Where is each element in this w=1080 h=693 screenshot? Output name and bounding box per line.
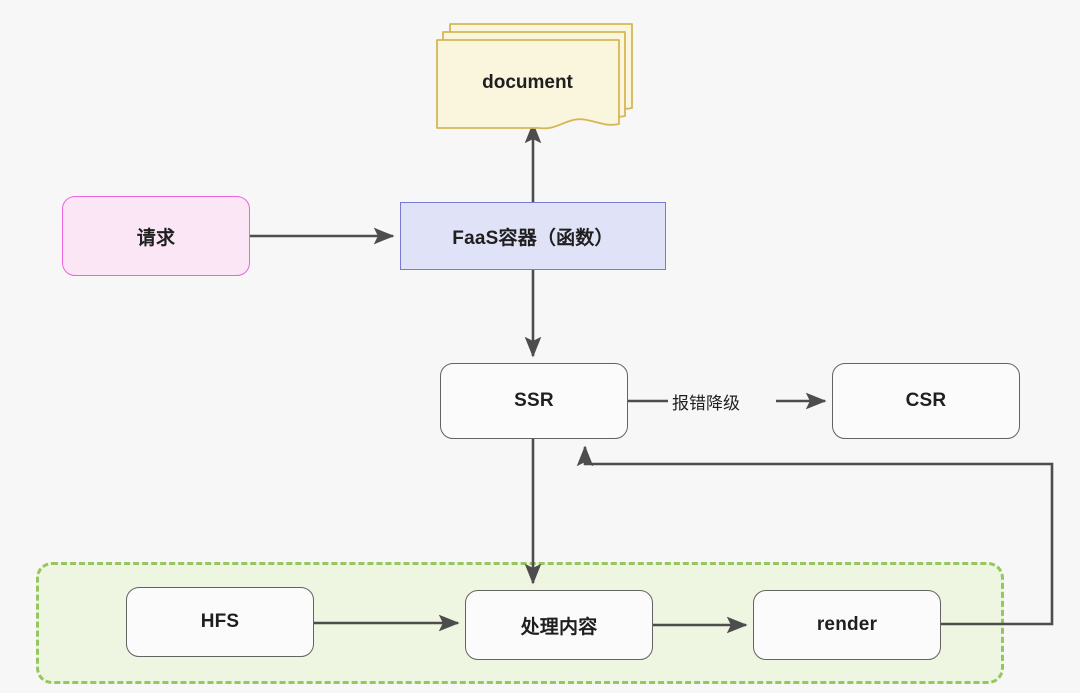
node-process-content[interactable]: 处理内容 (465, 590, 653, 660)
node-document-label: document (482, 72, 573, 93)
node-request[interactable]: 请求 (62, 196, 250, 276)
node-csr[interactable]: CSR (832, 363, 1020, 439)
node-csr-label: CSR (905, 390, 947, 411)
node-hfs[interactable]: HFS (126, 587, 314, 657)
node-ssr-label: SSR (514, 390, 554, 411)
node-faas-container[interactable]: FaaS容器（函数） (400, 202, 666, 270)
edge-label-error-fallback: 报错降级 (668, 389, 744, 414)
document-icon (436, 23, 633, 130)
node-request-label: 请求 (136, 227, 176, 249)
node-faas-container-label: FaaS容器（函数） (452, 227, 614, 249)
node-document[interactable]: document (436, 16, 636, 136)
node-process-content-label: 处理内容 (520, 616, 598, 638)
node-hfs-label: HFS (200, 611, 240, 632)
node-render[interactable]: render (753, 590, 941, 660)
node-ssr[interactable]: SSR (440, 363, 628, 439)
node-render-label: render (816, 614, 878, 635)
